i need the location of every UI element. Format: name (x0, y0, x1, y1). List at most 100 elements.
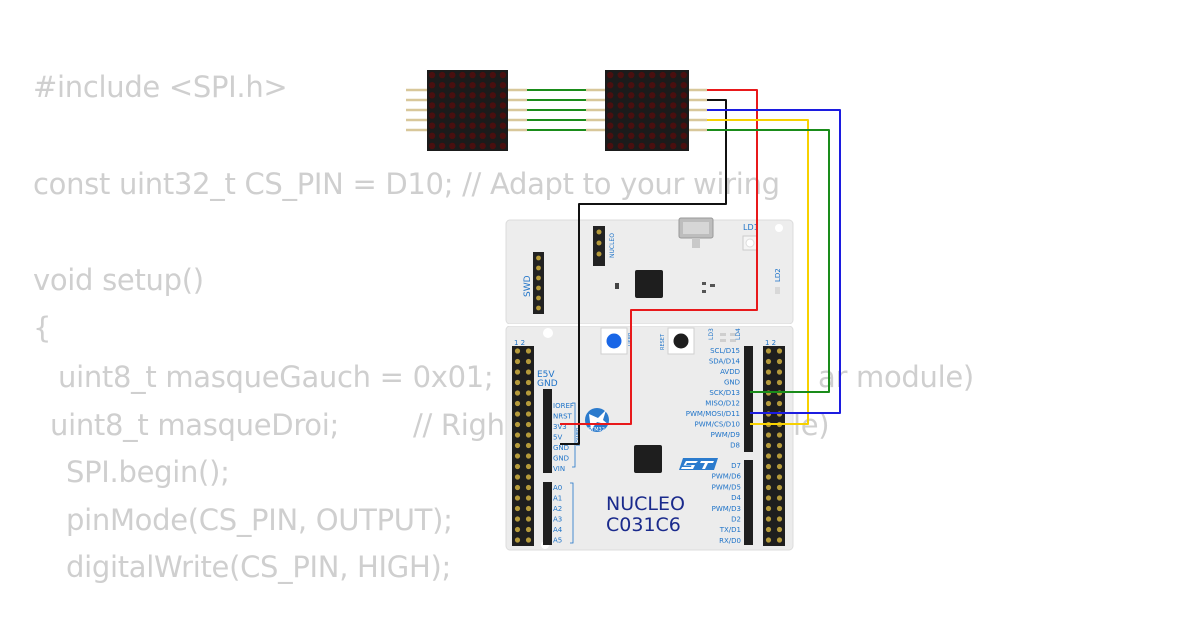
matrix2-led (680, 71, 687, 79)
morpho-pin (776, 432, 783, 438)
morpho-pin (776, 526, 783, 533)
wire-gnd-black[interactable] (560, 99, 727, 445)
morpho-pin (765, 400, 772, 407)
morpho-pin (776, 400, 783, 407)
digital-pin-label: SCL/D15 (710, 347, 740, 355)
analog-pin-label: A5 (553, 537, 562, 545)
matrix2-led (659, 122, 666, 129)
matrix1-led (438, 92, 446, 99)
matrix1-led (499, 122, 507, 129)
morpho-pin (765, 463, 772, 470)
power-pin-label: VIN (553, 465, 565, 473)
matrix1-led (428, 132, 436, 140)
matrix1-led (428, 102, 436, 109)
digital-pin-label: GND (724, 379, 740, 387)
matrix1-led (469, 92, 476, 99)
digital-pin-label: TX/D1 (719, 526, 741, 534)
nucleo-board[interactable]: LD1 LD2 NUCLEO SWD USER (505, 217, 794, 551)
max7219-matrix-2[interactable] (605, 70, 689, 151)
matrix1-led (428, 92, 436, 99)
power-pin-label: GND (553, 444, 569, 452)
matrix1-led (449, 81, 456, 89)
reset-button[interactable] (667, 327, 695, 355)
matrix2-led (617, 142, 624, 150)
morpho-pin (776, 442, 783, 449)
morpho-pin (525, 379, 532, 386)
matrix2-led (649, 122, 656, 129)
matrix2-led (607, 122, 614, 129)
matrix2-led (670, 92, 677, 99)
morpho-pin (776, 379, 783, 386)
morpho-pin (776, 358, 783, 365)
matrix1-led (459, 122, 466, 129)
morpho-pin (765, 516, 772, 522)
user-button[interactable] (600, 327, 628, 355)
wire-clk-green[interactable] (707, 129, 830, 393)
morpho-pin (514, 411, 521, 417)
matrix1-led (479, 112, 486, 119)
matrix1-led (469, 132, 476, 140)
matrix2-led (670, 132, 677, 140)
digital-pin-label: PWM/D9 (711, 431, 740, 439)
max7219-matrix-1[interactable] (427, 70, 508, 151)
matrix2-led (649, 112, 656, 119)
stlink-chip (635, 270, 663, 298)
morpho-pin (514, 474, 521, 480)
morpho-pin (525, 411, 532, 417)
matrix1-led (479, 81, 486, 89)
digital-pin-label: D7 (731, 462, 741, 470)
morpho-pin (776, 495, 783, 501)
matrix2-led (638, 71, 645, 79)
morpho-pin (765, 505, 772, 512)
digital-pin-label: PWM/D5 (712, 483, 741, 491)
wire-vcc-red[interactable] (560, 89, 758, 425)
morpho-pin (514, 390, 521, 396)
morpho-pin (765, 453, 772, 459)
matrix1-led (499, 112, 507, 119)
matrix2-led (638, 122, 645, 129)
matrix1-led (499, 102, 507, 109)
matrix2-led (670, 142, 677, 150)
matrix1-led (428, 81, 436, 89)
code-line-masque-droi: uint8_t masqueDroi; (50, 408, 339, 442)
morpho-pin (765, 358, 772, 365)
digital-pin-label: SCK/D13 (709, 389, 740, 397)
morpho-pin (514, 379, 521, 386)
power-pin-label: IOREF (553, 402, 574, 410)
matrix1-led (428, 142, 436, 150)
morpho-pin (514, 537, 521, 543)
morpho-pin (514, 400, 521, 407)
matrix2-led (680, 81, 687, 89)
matrix2-led (617, 71, 624, 79)
digital-pin-label: RX/D0 (719, 537, 741, 545)
matrix1-led (438, 142, 446, 150)
morpho-header-left (512, 346, 534, 546)
matrix2-led (649, 102, 656, 109)
morpho-pin (525, 369, 532, 375)
analog-pin-label: A0 (553, 484, 562, 492)
wire-cs-yellow[interactable] (707, 119, 809, 425)
digital-pin-label: D4 (731, 494, 741, 502)
matrix2-led (638, 92, 645, 99)
power-pin-label: GND (553, 455, 569, 463)
matrix2-output-pins (689, 88, 707, 132)
matrix1-led (499, 92, 507, 99)
matrix1-led (449, 102, 456, 109)
board-name-line1: NUCLEO (606, 493, 685, 515)
matrix2-led (659, 112, 666, 119)
matrix2-led (638, 132, 645, 140)
digital-pin-label: SDA/D14 (709, 358, 741, 366)
matrix2-led (680, 102, 687, 109)
wire-din-blue[interactable] (707, 109, 841, 414)
matrix2-led (680, 92, 687, 99)
matrix1-led (449, 132, 456, 140)
matrix2-led (670, 102, 677, 109)
matrix2-led (628, 92, 635, 99)
power-pin-label: NRST (553, 413, 573, 421)
morpho-left-numbers: 1 2 (514, 339, 525, 347)
matrix1-led (489, 142, 497, 150)
matrix1-led (489, 71, 497, 79)
swd-header (533, 252, 544, 314)
code-line-pinmode: pinMode(CS_PIN, OUTPUT); (66, 503, 453, 537)
